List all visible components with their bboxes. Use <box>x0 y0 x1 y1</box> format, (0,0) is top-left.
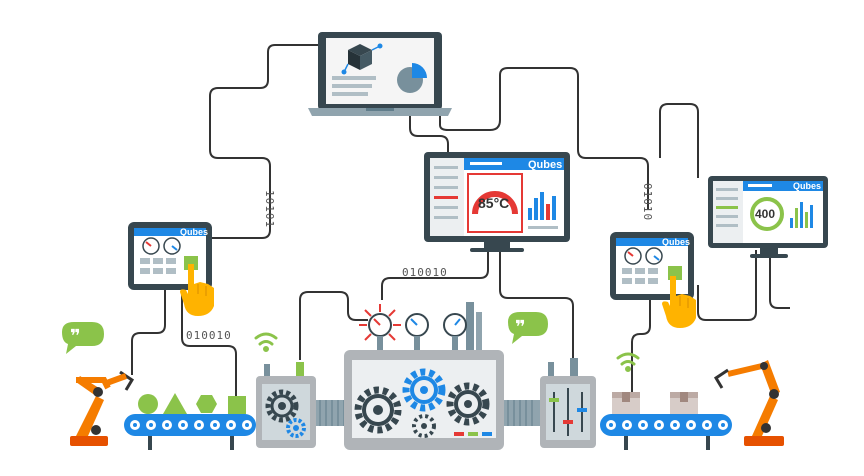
conveyor-belt-icon <box>124 393 256 450</box>
product-hexagon <box>196 395 217 413</box>
speech-bubble-icon: ❞ <box>62 322 104 354</box>
right-tablet: Qubes <box>610 232 694 300</box>
product-triangle <box>163 393 187 414</box>
pointing-hand-icon <box>662 276 696 328</box>
center-monitor: Qubes 85°C <box>424 152 570 252</box>
brand-label-left-tablet: Qubes <box>180 227 208 237</box>
pointing-hand-icon <box>180 264 214 316</box>
speech-bubble-icon: ❞ <box>508 312 548 344</box>
gauge-readout: 400 <box>755 207 775 221</box>
output-machine <box>540 358 596 448</box>
svg-text:❞: ❞ <box>515 317 526 338</box>
robot-arm-icon <box>70 370 135 446</box>
wifi-icon <box>254 332 278 352</box>
box-icon <box>612 392 640 414</box>
gear-icon <box>446 382 490 426</box>
pressure-gauge-icon <box>443 313 467 350</box>
brand-label-right-monitor: Qubes <box>793 181 821 191</box>
network-wires <box>131 44 790 398</box>
machine-connector <box>504 400 540 426</box>
wifi-icon <box>616 352 640 372</box>
gear-icon <box>412 414 436 438</box>
pressure-gauge-icon <box>359 304 401 350</box>
gear-icon <box>286 418 306 438</box>
conveyor-belt-icon <box>600 392 732 450</box>
laptop-icon <box>308 32 452 116</box>
right-monitor: Qubes 400 <box>708 176 828 258</box>
brand-label-center: Qubes <box>528 159 562 171</box>
product-square <box>228 396 246 414</box>
left-tablet: Qubes <box>128 222 212 290</box>
box-icon <box>670 392 698 414</box>
temperature-readout: 85°C <box>478 195 509 211</box>
svg-text:❞: ❞ <box>70 326 81 347</box>
robot-arm-icon <box>713 360 784 446</box>
input-machine <box>256 362 348 448</box>
binary-label-right-vertical: 01010 <box>641 183 654 221</box>
brand-label-right-tablet: Qubes <box>662 237 690 247</box>
gear-icon <box>402 368 446 412</box>
pressure-gauge-icon <box>405 313 429 350</box>
product-circle <box>138 394 158 414</box>
binary-label-left-bottom: 010010 <box>186 329 232 342</box>
gear-icon <box>354 386 402 434</box>
gear-icon <box>265 389 299 423</box>
binary-label-center: 010010 <box>402 266 448 279</box>
main-machine <box>344 302 504 450</box>
bar-chart-icon <box>528 192 556 220</box>
binary-label-left-vertical: 10101 <box>263 190 276 228</box>
